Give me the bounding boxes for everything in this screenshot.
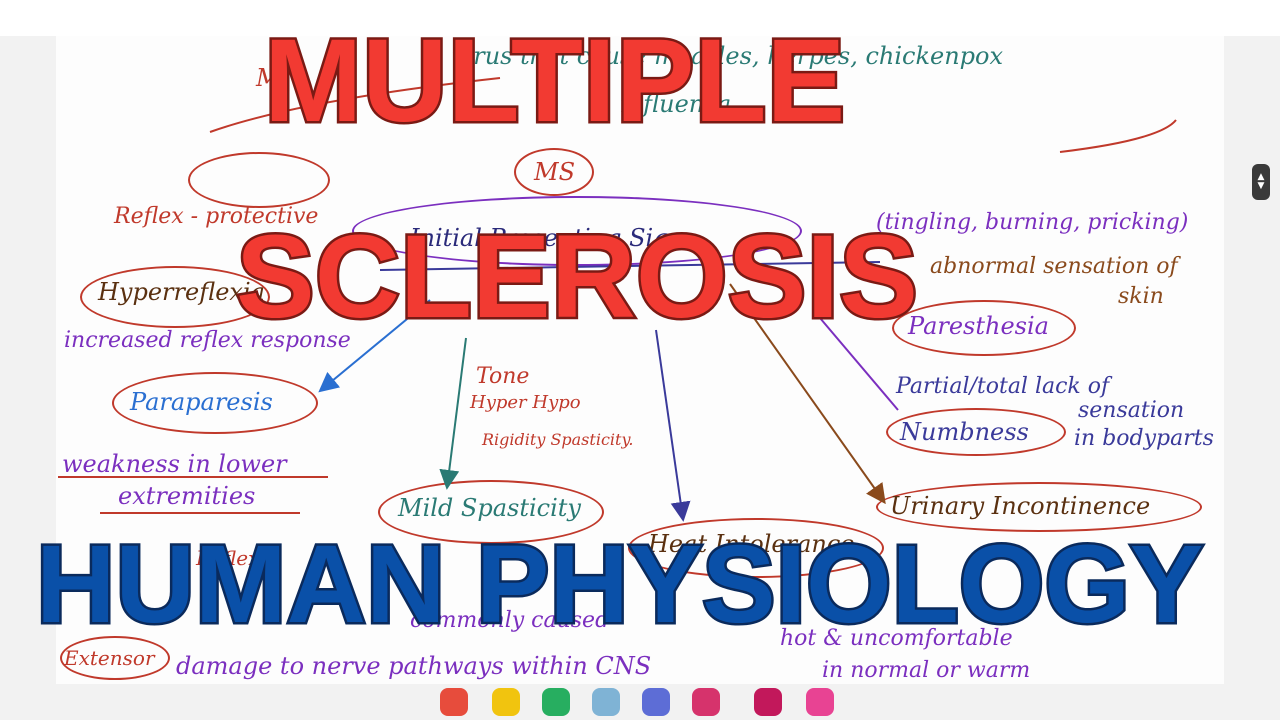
app-icon-1[interactable] [440,688,468,716]
note-rigidity: Rigidity Spasticity. [482,430,634,449]
top-strip [0,0,1280,36]
app-icon-2[interactable] [492,688,520,716]
oval-heat [628,518,884,578]
hline-main [379,261,881,271]
note-commonly-caused: commonly caused [410,608,610,633]
underline-top-right [1059,119,1177,153]
title-line-1: MULTIPLE [261,15,847,147]
oval-paraparesis [112,372,318,434]
note-influenza: influenza [620,90,732,118]
note-tingling: (tingling, burning, pricking) [876,210,1189,235]
arrow-urinary [729,283,886,505]
app-icon-8[interactable] [806,688,834,716]
note-ms: MS [534,158,576,186]
note-initial: Initial Presenting Signs [410,224,697,252]
note-reflex-protective: Reflex - protective [114,204,319,229]
note-mark-m: M [256,64,281,92]
line-numbness [819,317,899,411]
note-in-normal-warm: in normal or warm [822,658,1031,683]
note-increased-reflex: increased reflex response [64,328,351,353]
oval-numbness [886,408,1066,456]
note-weakness-1: weakness in lower [62,450,287,478]
app-icon-4[interactable] [592,688,620,716]
note-partial-total: Partial/total lack of [896,374,1110,399]
note-paraparesis: Paraparesis [130,388,273,416]
taskbar [0,684,1280,720]
oval-paresthesia [892,300,1076,356]
title-line-3: HUMAN PHYSIOLOGY [33,523,1205,646]
note-mild-spasticity: Mild Spasticity [398,494,581,522]
note-damage-nerve: damage to nerve pathways within CNS [176,652,652,680]
underline-weakness [58,476,328,478]
arrow-mild-spasticity [439,337,467,490]
note-hot-uncomfortable: hot & uncomfortable [780,626,1013,651]
scroll-handle[interactable]: ▲ ▼ [1252,164,1270,200]
note-hyperreflexia: Hyperreflexia [98,278,265,306]
note-viruses: virus that cause measles, herpes, chicke… [452,42,1004,70]
chevron-down-icon: ▼ [1257,181,1265,191]
arrow-heat [655,329,691,522]
app-icon-7[interactable] [754,688,782,716]
oval-initial [352,196,802,266]
oval-protective [188,152,330,208]
note-reflex-left: Reflex [196,546,260,570]
note-tone: Tone [476,364,530,389]
chevron-up-icon: ▲ [1257,172,1265,182]
oval-hyperreflexia [80,266,270,328]
note-in-bodyparts: in bodyparts [1074,426,1214,451]
note-abnormal: abnormal sensation of [930,254,1178,279]
arrow-paraparesis [318,299,431,393]
note-weakness-2: extremities [118,482,256,510]
oval-mild-spasticity [378,480,604,544]
oval-urinary [876,482,1202,532]
note-sensation: sensation [1078,398,1185,423]
title-line-2: SCLEROSIS [234,211,921,343]
note-urinary: Urinary Incontinence [890,492,1151,520]
app-icon-3[interactable] [542,688,570,716]
oval-ms [514,148,594,196]
app-icon-5[interactable] [642,688,670,716]
note-heat: Heat Intolerance [648,530,855,558]
note-hyper-hypo: Hyper Hypo [470,392,581,413]
note-skin: skin [1118,284,1164,309]
note-paresthesia: Paresthesia [908,312,1049,340]
note-canvas [56,36,1224,684]
oval-extensor [60,636,170,680]
note-numbness: Numbness [900,418,1029,446]
underline-top [209,77,501,133]
app-icon-6[interactable] [692,688,720,716]
underline-extremities [100,512,300,514]
